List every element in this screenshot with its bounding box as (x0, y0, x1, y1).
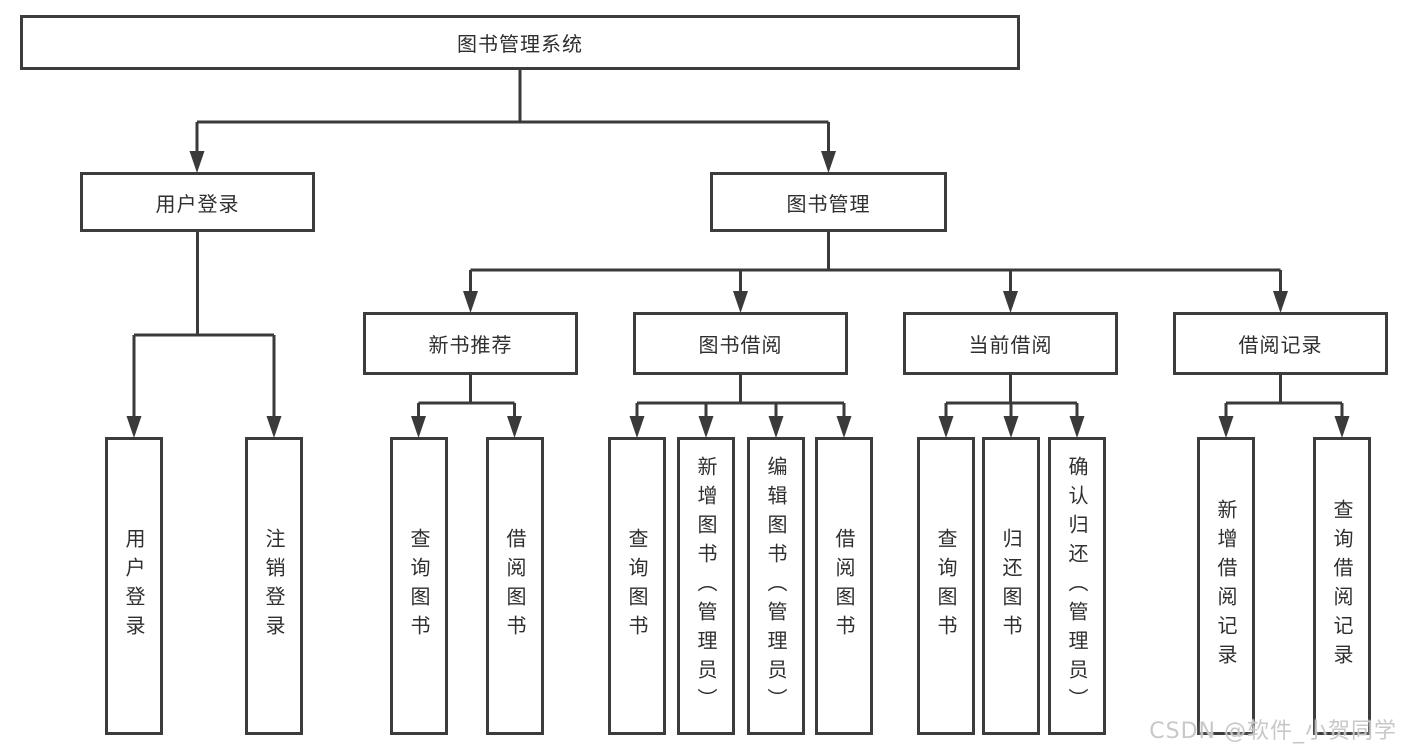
leaf-cb-query-books-label: 查询图书 (934, 528, 958, 644)
leaf-bb-query-books: 查询图书 (608, 437, 666, 735)
leaf-logout: 注销登录 (245, 437, 303, 735)
node-root-label: 图书管理系统 (457, 32, 583, 56)
leaf-br-add-record-label: 新增借阅记录 (1214, 499, 1238, 673)
csdn-watermark: CSDN @软件_小贺同学 (1149, 719, 1397, 744)
node-new-book-recommend-label: 新书推荐 (428, 333, 513, 357)
node-book-management: 图书管理 (710, 172, 947, 232)
leaf-cb-return-books: 归还图书 (982, 437, 1040, 735)
leaf-bb-borrow-books-label: 借阅图书 (832, 528, 856, 644)
leaf-cb-confirm-return-label: 确认归还（管理员） (1065, 455, 1089, 717)
node-borrowing-records-label: 借阅记录 (1238, 333, 1323, 357)
leaf-bb-add-books: 新增图书（管理员） (677, 437, 735, 735)
node-book-borrowing-label: 图书借阅 (698, 333, 783, 357)
leaf-bb-add-books-label: 新增图书（管理员） (694, 455, 718, 717)
leaf-br-query-record-label: 查询借阅记录 (1330, 499, 1354, 673)
leaf-rec-query-books: 查询图书 (390, 437, 448, 735)
leaf-br-add-record: 新增借阅记录 (1197, 437, 1255, 735)
node-current-borrowing-label: 当前借阅 (968, 333, 1053, 357)
leaf-cb-confirm-return: 确认归还（管理员） (1048, 437, 1106, 735)
node-book-borrowing: 图书借阅 (633, 312, 848, 375)
leaf-bb-borrow-books: 借阅图书 (815, 437, 873, 735)
node-borrowing-records: 借阅记录 (1173, 312, 1388, 375)
leaf-rec-query-books-label: 查询图书 (407, 528, 431, 644)
leaf-cb-query-books: 查询图书 (917, 437, 975, 735)
node-user-login-label: 用户登录 (155, 191, 240, 216)
leaf-br-query-record: 查询借阅记录 (1313, 437, 1371, 735)
leaf-user-login: 用户登录 (105, 437, 163, 735)
leaf-rec-borrow-books: 借阅图书 (486, 437, 544, 735)
leaf-cb-return-books-label: 归还图书 (999, 528, 1023, 644)
leaf-bb-edit-books: 编辑图书（管理员） (747, 437, 805, 735)
node-new-book-recommend: 新书推荐 (363, 312, 578, 375)
node-current-borrowing: 当前借阅 (903, 312, 1118, 375)
node-root: 图书管理系统 (20, 15, 1020, 70)
leaf-bb-edit-books-label: 编辑图书（管理员） (764, 455, 788, 717)
leaf-rec-borrow-books-label: 借阅图书 (503, 528, 527, 644)
leaf-user-login-label: 用户登录 (122, 528, 146, 644)
leaf-bb-query-books-label: 查询图书 (625, 528, 649, 644)
node-book-management-label: 图书管理 (786, 191, 871, 216)
leaf-logout-label: 注销登录 (262, 528, 286, 644)
node-user-login: 用户登录 (80, 172, 315, 232)
